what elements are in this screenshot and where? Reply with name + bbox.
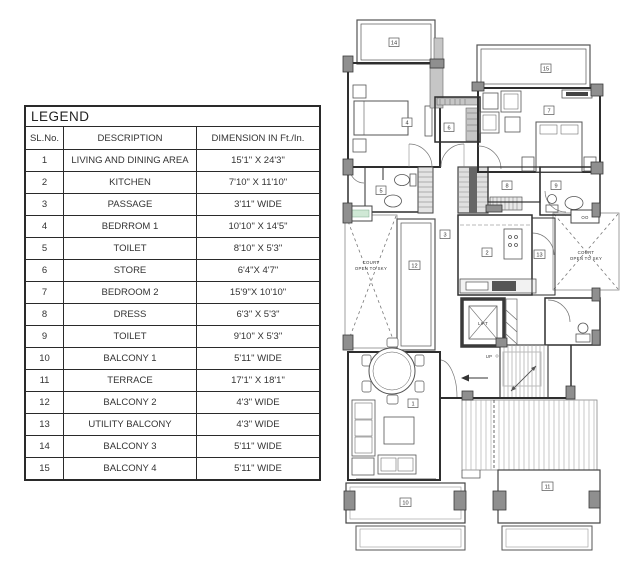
entry-arrow — [439, 359, 488, 398]
room-label-15: 15 — [540, 63, 552, 73]
main-staircase: UP — [440, 344, 572, 399]
svg-text:15: 15 — [543, 67, 549, 73]
cell-dim: 5'11" WIDE — [196, 457, 321, 481]
svg-text:2: 2 — [485, 251, 488, 257]
room-label-5: 5 — [375, 185, 387, 195]
toilet2-fixtures — [545, 194, 584, 213]
balcony-2-outline — [396, 218, 436, 351]
court-right-text: COURT OPEN TO SKY — [570, 250, 602, 261]
room-label-12: 12 — [408, 260, 421, 270]
svg-text:13: 13 — [536, 253, 542, 259]
svg-text:9: 9 — [554, 184, 557, 190]
room-label-14: 14 — [388, 37, 400, 47]
cell-desc: BALCONY 4 — [63, 457, 197, 481]
cell-desc: BALCONY 3 — [63, 435, 197, 458]
svg-text:5: 5 — [379, 189, 382, 195]
sofa — [351, 399, 417, 476]
kitchen-hob — [503, 228, 523, 260]
powder-room — [544, 297, 601, 346]
room-label-3: 3 — [439, 229, 451, 239]
court-word: COURT — [363, 260, 380, 265]
svg-text:12: 12 — [411, 264, 417, 270]
cell-dim: 5'11" WIDE — [196, 435, 321, 458]
cell-no: 15 — [24, 457, 64, 481]
legend-table: LEGEND SL.No. DESCRIPTION DIMENSION IN F… — [24, 105, 321, 481]
duct-shaft — [505, 298, 518, 347]
room-label-8: 8 — [501, 180, 513, 190]
room-label-9: 9 — [550, 180, 562, 190]
bedroom2-furniture — [479, 89, 593, 134]
dining-table — [361, 337, 425, 405]
col-description: DESCRIPTION — [63, 126, 197, 150]
room-label-2: 2 — [481, 247, 493, 257]
hatched-walls — [429, 37, 479, 142]
room-label-11: 11 — [541, 481, 554, 491]
balcony-1-outline — [345, 482, 466, 551]
passage-doors — [408, 143, 465, 168]
room-label-4: 4 — [401, 117, 413, 127]
open-to-sky-word: OPEN TO SKY — [355, 266, 387, 271]
svg-text:4: 4 — [405, 121, 408, 127]
terrace — [461, 399, 601, 551]
pillars — [342, 55, 604, 511]
stair-shaft-left — [417, 166, 434, 214]
room-labels: 14 15 4 6 7 5 8 9 3 12 2 13 1 10 11 — [375, 37, 562, 507]
open-to-sky-word: OPEN TO SKY — [570, 256, 602, 261]
legend-header-row: SL.No. DESCRIPTION DIMENSION IN Ft./In. — [24, 126, 321, 150]
room-label-6: 6 — [443, 122, 455, 132]
room-label-7: 7 — [543, 105, 555, 115]
svg-text:8: 8 — [505, 184, 508, 190]
col-dimension: DIMENSION IN Ft./In. — [196, 126, 321, 150]
court-word: COURT — [578, 250, 595, 255]
bedroom1-bed — [352, 84, 433, 153]
lift-text: LIFT — [478, 321, 488, 326]
toilet2-room — [539, 166, 601, 216]
balcony-4-outline — [476, 44, 591, 89]
stair-shaft-center — [457, 166, 489, 214]
svg-text:3: 3 — [443, 233, 446, 239]
window-marks-text: OO — [581, 215, 589, 220]
svg-text:7: 7 — [547, 109, 550, 115]
utility-balcony — [531, 217, 556, 296]
room-label-1: 1 — [407, 398, 419, 408]
svg-text:10: 10 — [402, 501, 408, 507]
court-left-text: COURT OPEN TO SKY — [355, 260, 387, 271]
svg-text:1: 1 — [411, 402, 414, 408]
svg-text:14: 14 — [391, 41, 397, 47]
room-label-10: 10 — [399, 497, 412, 507]
svg-text:11: 11 — [545, 485, 551, 491]
up-text: UP — [486, 354, 493, 359]
kitchen-counter — [459, 278, 537, 294]
room-label-13: 13 — [533, 249, 546, 259]
bedroom2-bed — [521, 121, 597, 173]
court-open-to-sky-left — [344, 214, 398, 349]
svg-text:6: 6 — [447, 126, 450, 132]
toilet1-fixtures — [384, 173, 417, 208]
